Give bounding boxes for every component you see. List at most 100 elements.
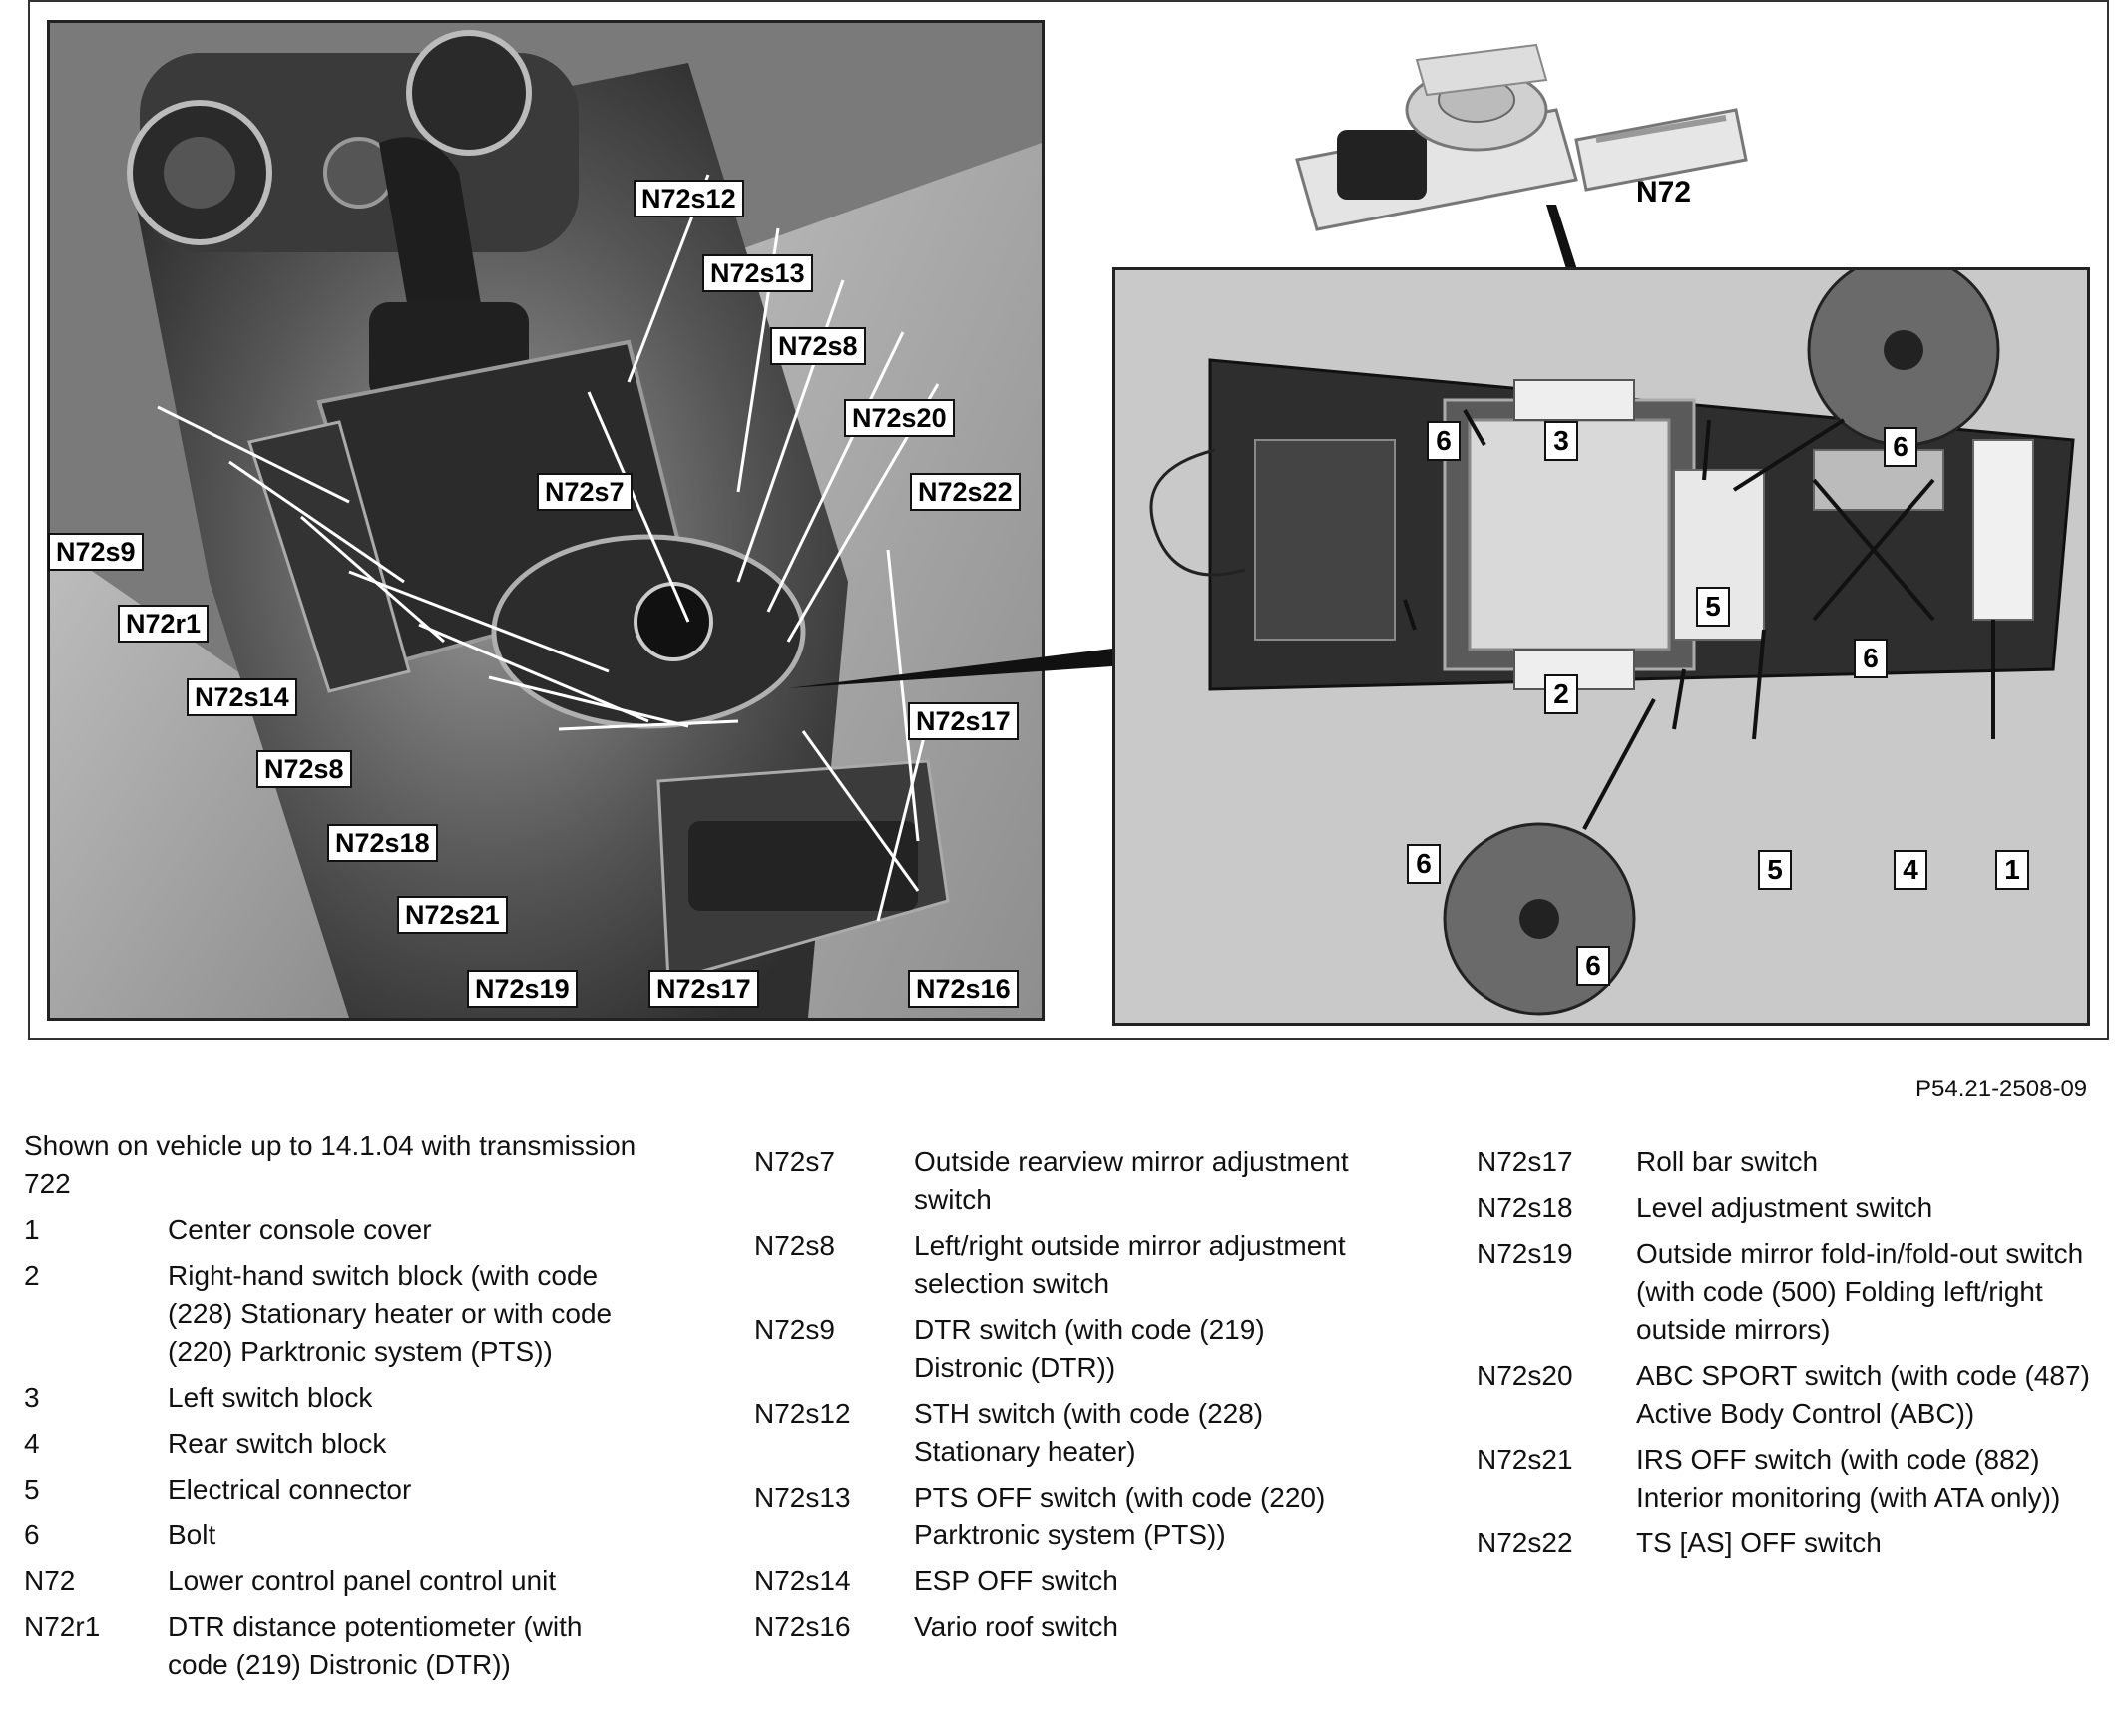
control-unit-illustration [1295, 43, 1748, 231]
legend-key: N72s12 [754, 1398, 851, 1429]
legend-row: 5 Electrical connector [24, 1471, 642, 1509]
legend-desc: Vario roof switch [914, 1611, 1118, 1642]
legend-key: N72r1 [24, 1611, 101, 1642]
legend-key: N72s7 [754, 1146, 835, 1177]
detail-callout-5-lower: 5 [1758, 850, 1792, 890]
legend-key: 2 [24, 1260, 40, 1291]
callout-n72s7: N72s7 [537, 473, 633, 511]
legend-row: 4 Rear switch block [24, 1425, 642, 1463]
legend-row: N72s18 Level adjustment switch [1477, 1189, 2095, 1227]
legend-desc: TS [AS] OFF switch [1636, 1527, 1882, 1558]
callout-n72s14: N72s14 [187, 678, 297, 716]
legend-key: N72 [24, 1565, 76, 1596]
center-console-photo [47, 20, 1045, 1021]
legend-key: 5 [24, 1474, 40, 1505]
legend-key: 6 [24, 1519, 40, 1550]
legend-row: N72s16 Vario roof switch [754, 1608, 1363, 1646]
legend-desc: IRS OFF switch (with code (882) Interior… [1636, 1444, 2061, 1513]
legend-key: N72s17 [1477, 1146, 1573, 1177]
legend-key: 4 [24, 1428, 40, 1459]
legend-row: N72s21 IRS OFF switch (with code (882) In… [1477, 1441, 2095, 1517]
legend-desc: DTR distance potentiometer (with code (2… [168, 1611, 583, 1680]
legend-desc: Bolt [168, 1519, 216, 1550]
legend-row: N72r1 DTR distance potentiometer (with co… [24, 1608, 642, 1684]
callout-n72s21: N72s21 [397, 896, 508, 934]
callout-n72s16: N72s16 [908, 970, 1019, 1008]
legend-desc: Rear switch block [168, 1428, 387, 1459]
legend-row: 6 Bolt [24, 1517, 642, 1554]
legend-column-2: N72s7 Outside rearview mirror adjustment … [754, 1143, 1363, 1654]
legend-key: N72s13 [754, 1482, 851, 1513]
legend-desc: Lower control panel control unit [168, 1565, 557, 1596]
callout-n72s22: N72s22 [910, 473, 1021, 511]
callout-n72s8-lower: N72s8 [256, 750, 352, 788]
detail-callout-1: 1 [1995, 850, 2029, 890]
detail-callout-5-upper: 5 [1696, 587, 1730, 627]
legend-column-1: Shown on vehicle up to 14.1.04 with tran… [24, 1127, 642, 1692]
callout-n72s18: N72s18 [327, 824, 438, 862]
legend-desc: Right-hand switch block (with code (228)… [168, 1260, 613, 1367]
legend-row: 2 Right-hand switch block (with code (228… [24, 1257, 642, 1371]
legend-row: 3 Left switch block [24, 1379, 642, 1417]
legend-key: N72s22 [1477, 1527, 1573, 1558]
callout-n72s17-lower: N72s17 [648, 970, 759, 1008]
detail-callout-6-top-left: 6 [1427, 421, 1461, 461]
legend-desc: ABC SPORT switch (with code (487) Active… [1636, 1360, 2090, 1429]
legend-desc: ESP OFF switch [914, 1565, 1118, 1596]
detail-callout-6-magnifier-bottom: 6 [1576, 946, 1610, 986]
legend-desc: Left switch block [168, 1382, 373, 1413]
legend-row: N72s13 PTS OFF switch (with code (220) Pa… [754, 1479, 1363, 1554]
legend-desc: Electrical connector [168, 1474, 412, 1505]
detail-callout-3: 3 [1544, 421, 1578, 461]
legend-row: 1 Center console cover [24, 1211, 642, 1249]
legend-desc: Outside rearview mirror adjustment switc… [914, 1146, 1349, 1215]
legend-row: N72s14 ESP OFF switch [754, 1562, 1363, 1600]
legend-desc: Roll bar switch [1636, 1146, 1819, 1177]
detail-callout-6-bottom-left: 6 [1407, 844, 1441, 884]
legend-row: N72s12 STH switch (with code (228) Statio… [754, 1395, 1363, 1471]
callout-n72s13: N72s13 [702, 254, 813, 292]
detail-callout-6-magnifier-top: 6 [1884, 427, 1917, 467]
legend-key: N72s16 [754, 1611, 851, 1642]
legend-desc: Outside mirror fold-in/fold-out switch (… [1636, 1238, 2084, 1345]
switch-block-illustration [1115, 270, 2087, 1023]
legend-row: N72s8 Left/right outside mirror adjustmen… [754, 1227, 1363, 1303]
legend-desc: Left/right outside mirror adjustment sel… [914, 1230, 1346, 1299]
callout-n72s8: N72s8 [770, 327, 866, 365]
legend-row: N72s9 DTR switch (with code (219) Distron… [754, 1311, 1363, 1387]
detail-callout-4: 4 [1894, 850, 1927, 890]
legend-key: 1 [24, 1214, 40, 1245]
legend-row: N72s19 Outside mirror fold-in/fold-out sw… [1477, 1235, 2095, 1349]
callout-n72s19: N72s19 [467, 970, 578, 1008]
legend-key: 3 [24, 1382, 40, 1413]
callout-n72r1: N72r1 [118, 605, 210, 643]
control-unit-label: N72 [1636, 176, 1692, 209]
callout-n72s12: N72s12 [634, 180, 744, 217]
legend-key: N72s19 [1477, 1238, 1573, 1269]
image-reference: P54.21-2508-09 [1915, 1076, 2088, 1102]
legend-key: N72s9 [754, 1314, 835, 1345]
legend-column-3: N72s17 Roll bar switch N72s18 Level adjust… [1477, 1143, 2095, 1570]
legend-desc: Level adjustment switch [1636, 1192, 1933, 1223]
legend-desc: DTR switch (with code (219) Distronic (D… [914, 1314, 1265, 1383]
legend-row: N72s17 Roll bar switch [1477, 1143, 2095, 1181]
legend-row: N72s7 Outside rearview mirror adjustment … [754, 1143, 1363, 1219]
legend-key: N72s18 [1477, 1192, 1573, 1223]
callout-n72s9: N72s9 [48, 533, 144, 571]
legend-desc: PTS OFF switch (with code (220) Parktron… [914, 1482, 1326, 1550]
legend-key: N72s21 [1477, 1444, 1573, 1475]
legend-note: Shown on vehicle up to 14.1.04 with tran… [24, 1130, 636, 1199]
legend-key: N72s14 [754, 1565, 851, 1596]
legend-key: N72s8 [754, 1230, 835, 1261]
detail-callout-6-right-cluster: 6 [1854, 639, 1888, 678]
detail-callout-2: 2 [1544, 674, 1578, 714]
callout-n72s17: N72s17 [908, 702, 1019, 740]
legend-desc: Center console cover [168, 1214, 432, 1245]
legend-row: N72 Lower control panel control unit [24, 1562, 642, 1600]
legend-desc: STH switch (with code (228) Stationary h… [914, 1398, 1264, 1467]
callout-n72s20: N72s20 [844, 399, 955, 437]
switch-block-detail [1112, 267, 2090, 1026]
legend-key: N72s20 [1477, 1360, 1573, 1391]
legend-row: N72s22 TS [AS] OFF switch [1477, 1524, 2095, 1562]
console-illustration [50, 23, 1042, 1018]
